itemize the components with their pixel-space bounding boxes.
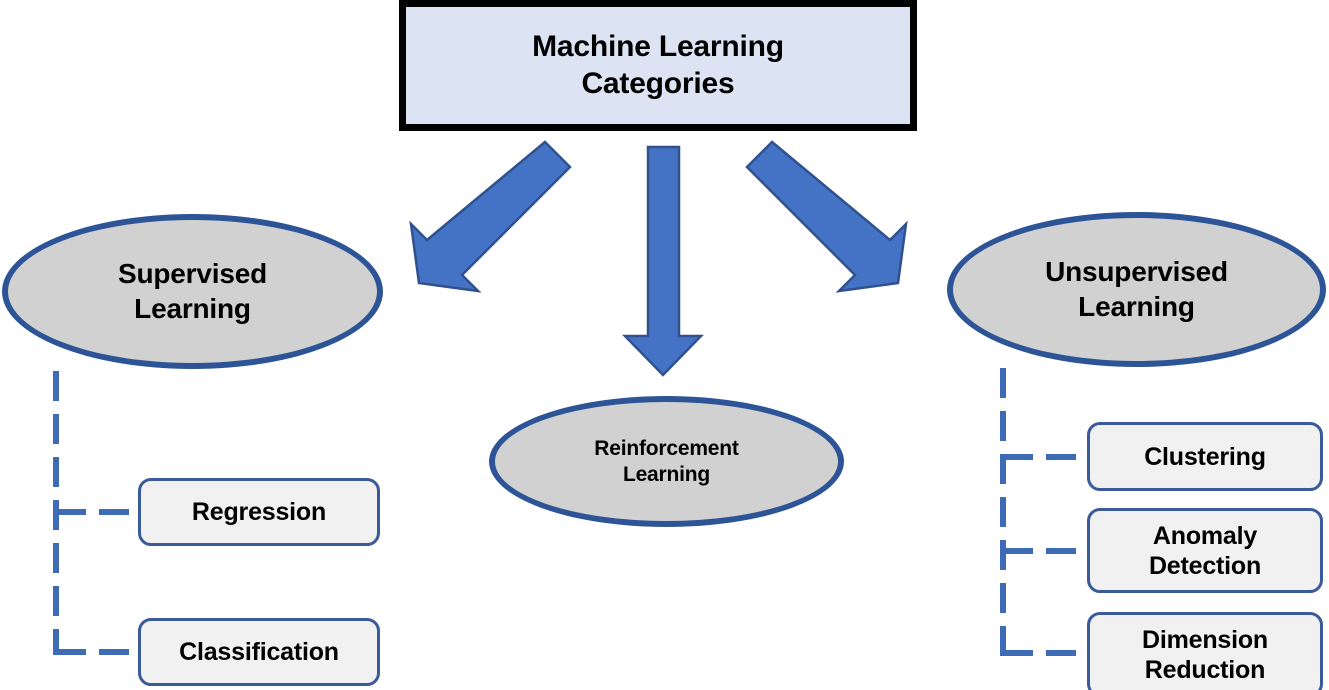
node-dimension-label-line1: Dimension	[1142, 625, 1268, 654]
root-node-label: Machine Learning Categories	[532, 29, 784, 102]
node-supervised-learning-label: Supervised Learning	[118, 257, 267, 325]
node-anomaly-detection[interactable]: Anomaly Detection	[1087, 508, 1323, 593]
node-classification-label: Classification	[179, 638, 339, 666]
node-reinforcement-label-line2: Learning	[622, 462, 711, 486]
node-reinforcement-learning[interactable]: Reinforcement Learning	[489, 396, 844, 527]
node-regression-label: Regression	[191, 498, 327, 526]
node-unsupervised-label-line1: Unsupervised	[1045, 256, 1228, 288]
node-unsupervised-learning-label: Unsupervised Learning	[1045, 255, 1228, 323]
root-node-label-line2: Categories	[581, 66, 735, 100]
node-classification[interactable]: Classification	[138, 618, 380, 686]
node-clustering-label: Clustering	[1144, 442, 1266, 471]
node-dimension-reduction[interactable]: Dimension Reduction	[1087, 612, 1323, 690]
node-supervised-learning[interactable]: Supervised Learning	[2, 214, 383, 369]
node-unsupervised-label-line2: Learning	[1078, 290, 1195, 322]
node-supervised-label-line2: Learning	[134, 292, 251, 324]
arrow-to-unsupervised-icon	[745, 140, 908, 293]
arrow-to-reinforcement-icon	[622, 145, 704, 377]
arrow-to-supervised-icon	[409, 140, 572, 293]
node-anomaly-detection-label: Anomaly Detection	[1149, 521, 1261, 581]
node-anomaly-label-line1: Anomaly	[1152, 521, 1258, 550]
node-reinforcement-label-line1: Reinforcement	[594, 436, 739, 460]
node-unsupervised-learning[interactable]: Unsupervised Learning	[947, 212, 1326, 367]
node-anomaly-label-line2: Detection	[1148, 551, 1262, 580]
node-supervised-label-line1: Supervised	[118, 258, 267, 290]
node-reinforcement-learning-label: Reinforcement Learning	[594, 436, 739, 487]
node-dimension-label-line2: Reduction	[1144, 655, 1266, 684]
root-node-machine-learning-categories[interactable]: Machine Learning Categories	[399, 0, 917, 131]
node-clustering[interactable]: Clustering	[1087, 422, 1323, 491]
node-regression[interactable]: Regression	[138, 478, 380, 546]
node-dimension-reduction-label: Dimension Reduction	[1142, 625, 1268, 685]
root-node-label-line1: Machine Learning	[532, 29, 784, 63]
